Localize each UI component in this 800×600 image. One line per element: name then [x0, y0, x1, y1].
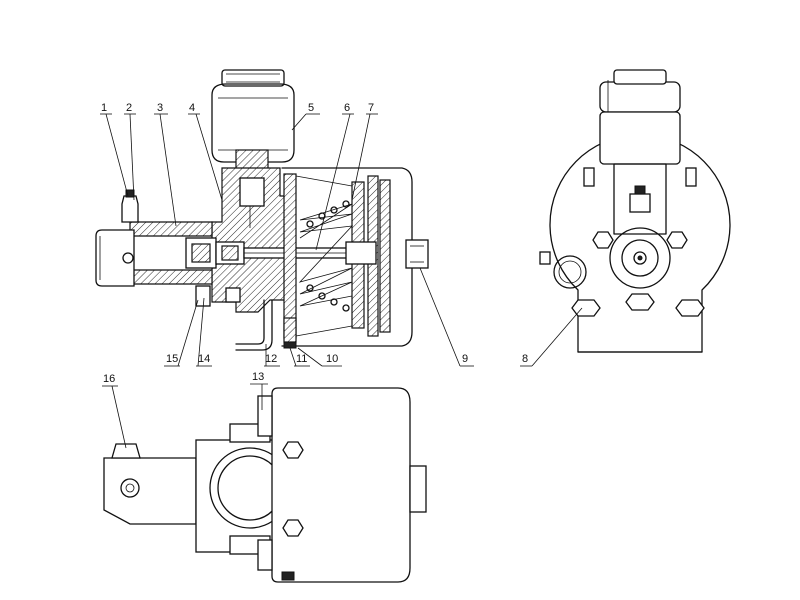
- callout-label: 15: [166, 353, 178, 365]
- callout-4: 4: [188, 102, 223, 201]
- callout-13: 13: [250, 371, 268, 410]
- callout-label: 8: [522, 353, 528, 365]
- callout-label: 1: [101, 102, 107, 114]
- callout-10: 10: [297, 347, 342, 367]
- callout-8: 8: [520, 307, 583, 367]
- callout-label: 12: [265, 353, 277, 365]
- callout-5: 5: [291, 102, 320, 131]
- bottom-view: [103, 387, 427, 583]
- callout-6: 6: [315, 102, 354, 251]
- piston-assembly: [185, 237, 357, 269]
- hex-bolts: [571, 231, 705, 317]
- spring-coils: [306, 200, 350, 312]
- callout-label: 3: [157, 102, 163, 114]
- callout-15: 15: [164, 299, 199, 367]
- callout-label: 5: [308, 102, 314, 114]
- callout-label: 11: [296, 353, 307, 365]
- callout-label: 6: [344, 102, 350, 114]
- callout-label: 9: [462, 353, 468, 365]
- pipe-fitting: [553, 255, 587, 289]
- callouts: 1 2 3 4 5 6 7 8: [100, 102, 583, 449]
- bolt-lower: [282, 519, 304, 537]
- callout-9: 9: [419, 267, 474, 367]
- callout-3: 3: [154, 102, 177, 227]
- callout-label: 13: [252, 371, 264, 383]
- mounting-bracket: [195, 285, 297, 351]
- callout-label: 14: [198, 353, 210, 365]
- callout-label: 16: [103, 373, 115, 385]
- callout-14: 14: [196, 297, 212, 367]
- section-view: [95, 69, 429, 351]
- callout-label: 2: [126, 102, 132, 114]
- callout-1: 1: [100, 102, 129, 197]
- callout-2: 2: [124, 102, 136, 201]
- callout-label: 10: [326, 353, 338, 365]
- bolt-upper: [282, 441, 304, 459]
- spring: [298, 203, 354, 307]
- booster-cylinder: [281, 167, 429, 347]
- callout-11: 11: [289, 347, 310, 367]
- side-view: [539, 69, 731, 353]
- callout-label: 4: [189, 102, 195, 114]
- reservoir: [211, 69, 295, 171]
- callout-7: 7: [351, 102, 378, 201]
- callout-label: 7: [368, 102, 374, 114]
- callout-16: 16: [102, 373, 127, 449]
- callout-12: 12: [264, 344, 280, 367]
